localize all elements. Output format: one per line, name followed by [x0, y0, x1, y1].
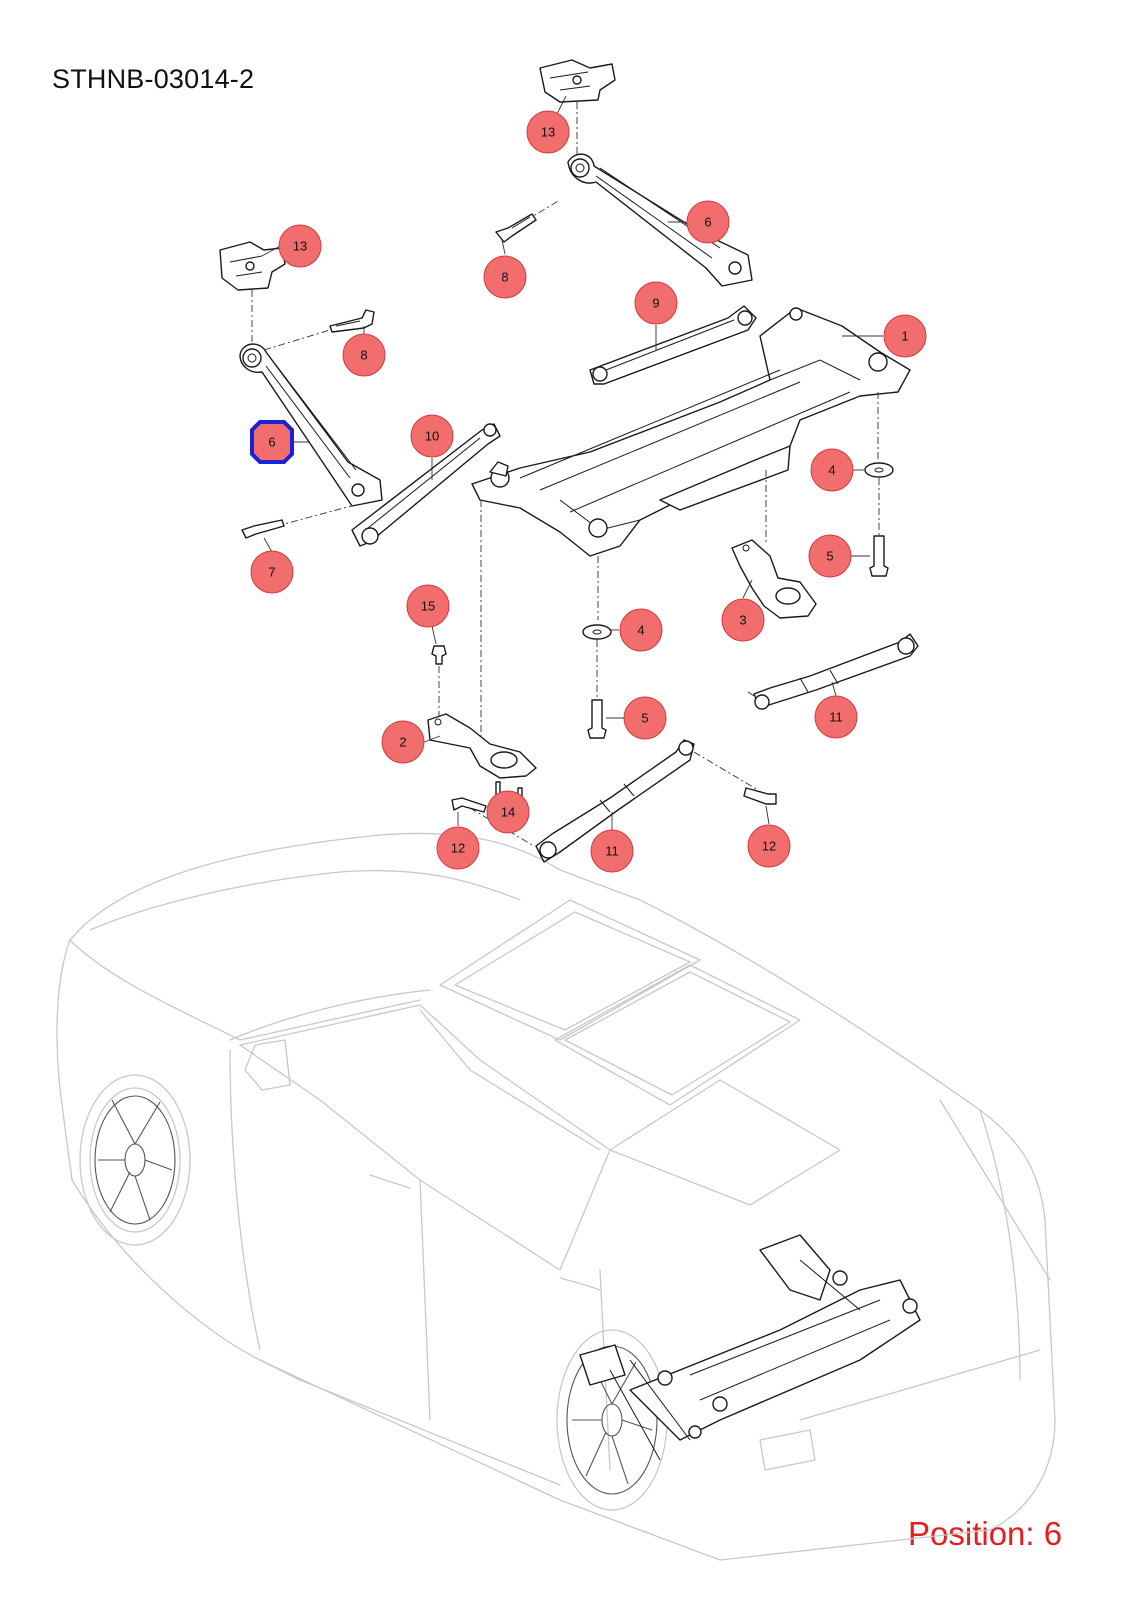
callout-bubble	[526, 110, 570, 154]
callout-12[interactable]: 12	[436, 826, 480, 870]
toe-link-11-right	[753, 633, 919, 710]
callout-bubble	[883, 314, 927, 358]
document-code: STHNB-03014-2	[52, 64, 255, 94]
bolt-5-right	[869, 535, 889, 577]
washer-4-center	[582, 624, 612, 640]
callout-number: 4	[637, 623, 644, 638]
callout-5[interactable]: 5	[623, 696, 667, 740]
callout-number: 10	[425, 429, 439, 444]
callout-bubble	[686, 200, 730, 244]
callout-number: 2	[399, 735, 406, 750]
bolt-8-left	[329, 309, 375, 333]
callout-number: 13	[293, 239, 307, 254]
callout-number: 5	[641, 711, 648, 726]
callout-12[interactable]: 12	[747, 824, 791, 868]
callout-number: 12	[762, 839, 776, 854]
bolt-8-top	[495, 213, 537, 243]
callout-bubble	[381, 720, 425, 764]
callout-8[interactable]: 8	[483, 255, 527, 299]
callout-bubble	[406, 584, 450, 628]
subframe-1	[471, 307, 911, 557]
callout-10[interactable]: 10	[410, 414, 454, 458]
lateral-link-9	[589, 305, 757, 385]
vehicle-outline	[56, 832, 1056, 1561]
callout-bubble	[810, 448, 854, 492]
callout-number: 6	[704, 215, 711, 230]
bolt-7	[241, 519, 285, 539]
trailing-link-6-top	[567, 153, 753, 287]
callout-8[interactable]: 8	[342, 333, 386, 377]
callout-4[interactable]: 4	[619, 608, 663, 652]
mount-bracket-2	[427, 713, 537, 779]
callout-15[interactable]: 15	[406, 584, 450, 628]
callout-highlight-marker	[250, 420, 294, 464]
callout-11[interactable]: 11	[590, 829, 634, 873]
callout-number: 4	[828, 463, 835, 478]
callout-number: 7	[268, 565, 275, 580]
callout-3[interactable]: 3	[721, 598, 765, 642]
callout-bubble	[342, 333, 386, 377]
lateral-link-10	[351, 423, 501, 547]
callout-bubble	[808, 534, 852, 578]
callout-6[interactable]: 6	[250, 420, 294, 464]
callout-6[interactable]: 6	[686, 200, 730, 244]
callout-number: 6	[268, 435, 275, 450]
callout-number: 1	[901, 329, 908, 344]
callout-13[interactable]: 13	[278, 224, 322, 268]
subframe-in-vehicle	[579, 1234, 921, 1461]
callout-bubble	[623, 696, 667, 740]
callout-bubble	[721, 598, 765, 642]
callout-number: 15	[421, 599, 435, 614]
callout-bubble	[436, 826, 480, 870]
callout-bubble	[486, 790, 530, 834]
callout-14[interactable]: 14	[486, 790, 530, 834]
callout-number: 9	[652, 296, 659, 311]
callout-number: 12	[451, 841, 465, 856]
bracket-13-left	[219, 241, 286, 291]
bracket-13-top	[539, 59, 616, 103]
toe-link-11-lower	[535, 739, 695, 863]
callout-number: 3	[739, 613, 746, 628]
callout-5[interactable]: 5	[808, 534, 852, 578]
callout-number: 11	[605, 844, 619, 859]
callout-bubble	[250, 550, 294, 594]
callout-9[interactable]: 9	[634, 281, 678, 325]
callout-number: 8	[501, 270, 508, 285]
callout-1[interactable]: 1	[883, 314, 927, 358]
callout-bubble	[278, 224, 322, 268]
callout-number: 14	[501, 805, 515, 820]
washer-4-right	[864, 462, 894, 478]
callout-11[interactable]: 11	[814, 695, 858, 739]
callout-bubble	[410, 414, 454, 458]
position-label: Position: 6	[908, 1515, 1063, 1552]
bolt-15	[431, 645, 447, 665]
callout-13[interactable]: 13	[526, 110, 570, 154]
callout-2[interactable]: 2	[381, 720, 425, 764]
callout-bubble	[814, 695, 858, 739]
callout-bubble	[634, 281, 678, 325]
callout-4[interactable]: 4	[810, 448, 854, 492]
callout-number: 8	[360, 348, 367, 363]
callout-number: 13	[541, 125, 555, 140]
bolt-12-right	[743, 787, 777, 805]
callout-bubble	[619, 608, 663, 652]
callout-bubble	[483, 255, 527, 299]
callout-number: 5	[826, 549, 833, 564]
callout-bubble	[590, 829, 634, 873]
callout-number: 11	[829, 710, 843, 725]
callout-7[interactable]: 7	[250, 550, 294, 594]
bolt-12-left	[451, 797, 487, 813]
callout-bubble	[747, 824, 791, 868]
trailing-link-6-left	[239, 343, 383, 507]
bolt-5-center	[587, 699, 607, 739]
